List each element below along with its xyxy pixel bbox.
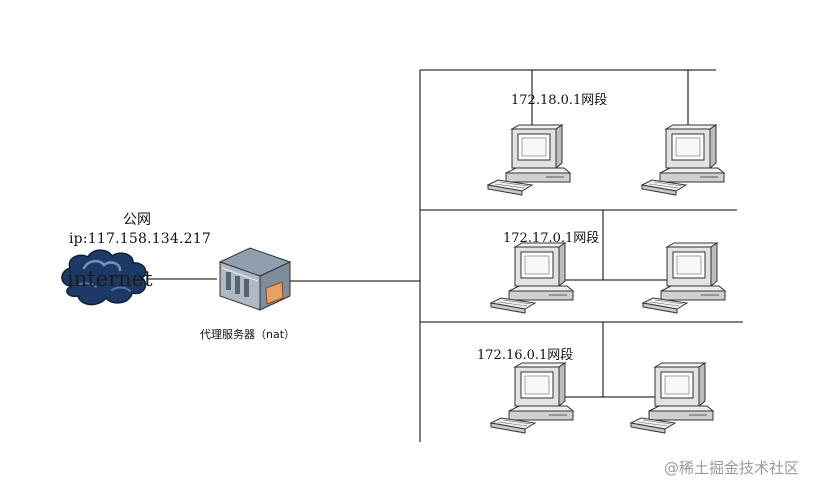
segment-label-17: 172.17.0.1网段 <box>503 231 600 246</box>
segment-label-18: 172.18.0.1网段 <box>511 93 608 108</box>
computer-icon <box>642 242 726 314</box>
public-ip-label: ip:117.158.134.217 <box>69 231 211 247</box>
cloud-icon <box>61 249 147 306</box>
computer-icon <box>630 362 714 434</box>
watermark: @稀土掘金技术社区 <box>664 459 800 477</box>
computer-icon <box>487 124 571 196</box>
public-network-label: 公网 <box>123 212 151 228</box>
computer-icon <box>490 242 574 314</box>
server-icon <box>218 247 292 311</box>
proxy-server-label: 代理服务器（nat） <box>200 328 296 341</box>
computer-icon <box>490 362 574 434</box>
internet-label: internet <box>67 267 153 291</box>
segment-label-16: 172.16.0.1网段 <box>477 348 574 363</box>
computer-icon <box>641 124 725 196</box>
